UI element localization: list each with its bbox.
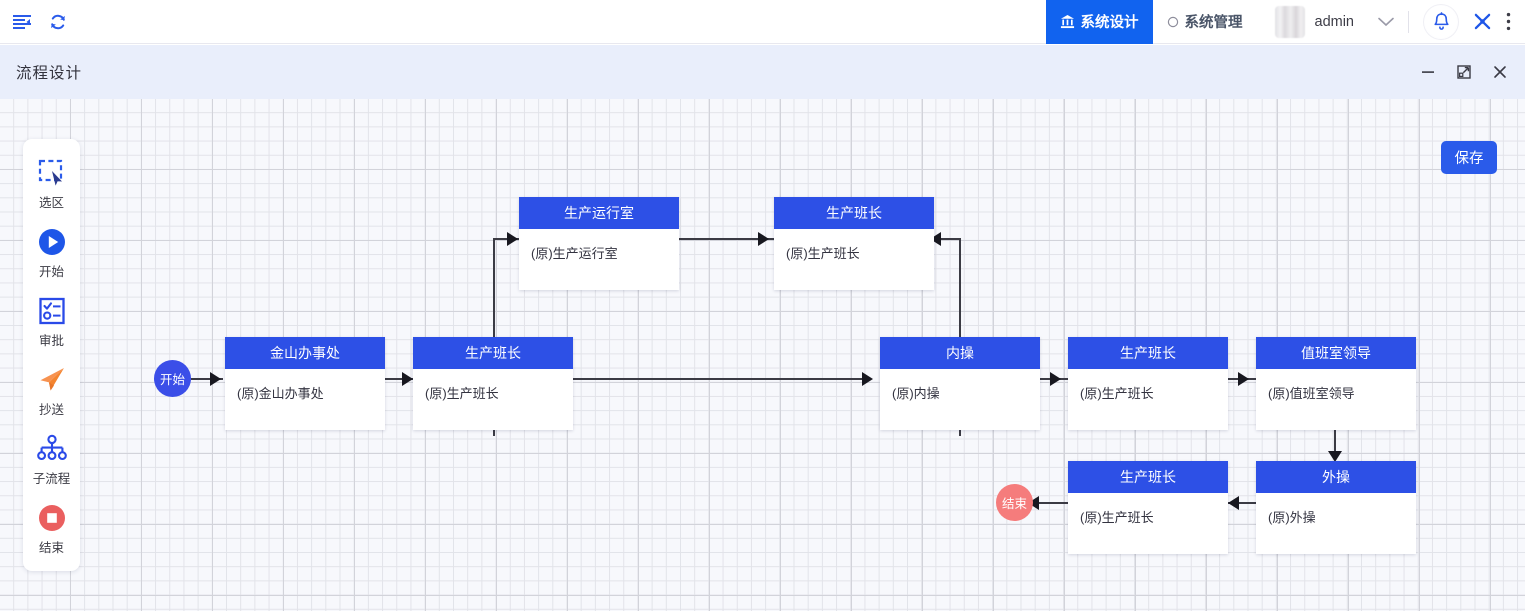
palette-item-subprocess[interactable]: 子流程: [23, 425, 80, 494]
refresh-icon[interactable]: [48, 12, 68, 32]
tab-system-management[interactable]: 系统管理: [1153, 0, 1257, 44]
flow-node-n9-subtitle: (原)生产班长: [1080, 510, 1154, 525]
user-menu[interactable]: admin: [1257, 5, 1361, 38]
flow-node-n2-title: 生产班长: [413, 337, 573, 369]
arrowhead-n5-to-n6: [1050, 372, 1061, 386]
palette-item-subprocess-label: 子流程: [32, 471, 71, 486]
avatar: [1274, 5, 1305, 38]
page-title: 流程设计: [16, 65, 83, 82]
palette-item-selection[interactable]: 选区: [23, 149, 80, 218]
nav-divider: [1408, 10, 1409, 33]
arrowhead-n3-to-n4: [758, 232, 769, 246]
edge-n5-to-n4-horizontal: [934, 238, 961, 240]
edge-n1-to-n2: [385, 378, 413, 380]
flow-node-n6-subtitle: (原)生产班长: [1080, 386, 1154, 401]
arrowhead-n2-to-n5: [862, 372, 873, 386]
tab-system-management-label: 系统管理: [1184, 15, 1243, 31]
flow-node-n3-subtitle: (原)生产运行室: [531, 246, 618, 261]
flow-node-n9[interactable]: 生产班长 (原)生产班长: [1068, 461, 1228, 554]
palette-item-start[interactable]: 开始: [23, 218, 80, 287]
save-button[interactable]: 保存: [1441, 141, 1497, 174]
tab-system-design[interactable]: 系统设计: [1045, 0, 1153, 44]
flow-node-n3-title: 生产运行室: [519, 197, 679, 229]
edge-n9-to-end: [1030, 502, 1070, 504]
minimize-button[interactable]: [1419, 63, 1437, 81]
palette-item-approval-label: 审批: [38, 333, 64, 348]
approval-checklist-icon: [36, 295, 68, 327]
arrowhead-n6-to-n7: [1238, 372, 1249, 386]
flow-node-n8-title: 外操: [1256, 461, 1416, 493]
flow-node-n7[interactable]: 值班室领导 (原)值班室领导: [1256, 337, 1416, 430]
edge-n2-to-n5: [573, 378, 870, 380]
arrowhead-n8-to-n9: [1228, 496, 1239, 510]
close-button[interactable]: [1491, 63, 1509, 81]
palette-item-end[interactable]: 结束: [23, 494, 80, 563]
window-title-bar: 流程设计: [0, 45, 1525, 99]
flow-canvas[interactable]: 选区 开始: [0, 99, 1525, 611]
flow-node-n6-title: 生产班长: [1068, 337, 1228, 369]
play-circle-icon: [36, 226, 68, 258]
edge-n8-to-n9: [1228, 502, 1256, 504]
top-navigation-bar: 系统设计 系统管理 admin: [0, 0, 1525, 44]
window-controls: [1419, 63, 1525, 81]
username-label: admin: [1314, 13, 1355, 30]
flow-node-n4-subtitle: (原)生产班长: [786, 246, 860, 261]
arrowhead-n5-to-n4: [930, 232, 941, 246]
bell-icon[interactable]: [1423, 3, 1459, 40]
start-node[interactable]: 开始: [154, 360, 191, 397]
bank-icon: [1060, 14, 1075, 29]
tab-system-design-label: 系统设计: [1080, 15, 1139, 31]
arrowhead-start-to-n1: [210, 372, 221, 386]
flow-node-n8[interactable]: 外操 (原)外操: [1256, 461, 1416, 554]
arrowhead-n7-to-n8: [1328, 451, 1342, 462]
flow-node-n1[interactable]: 金山办事处 (原)金山办事处: [225, 337, 385, 430]
paper-plane-icon: [36, 364, 68, 396]
menu-collapse-icon[interactable]: [12, 12, 32, 32]
node-palette: 选区 开始: [23, 139, 80, 571]
flow-node-n9-title: 生产班长: [1068, 461, 1228, 493]
selection-marquee-icon: [36, 157, 68, 189]
chevron-down-icon[interactable]: [1360, 17, 1408, 27]
org-chart-icon: [36, 433, 68, 465]
palette-item-approval[interactable]: 审批: [23, 287, 80, 356]
arrowhead-n9-to-end: [1028, 496, 1039, 510]
palette-item-end-label: 结束: [38, 540, 64, 555]
palette-item-cc-label: 抄送: [38, 402, 64, 417]
fullscreen-icon[interactable]: [1469, 13, 1495, 30]
end-node[interactable]: 结束: [996, 484, 1033, 521]
circle-icon: [1167, 16, 1179, 28]
maximize-button[interactable]: [1455, 63, 1473, 81]
edge-start-to-n1: [191, 378, 223, 380]
flow-node-n5[interactable]: 内操 (原)内操: [880, 337, 1040, 430]
flow-node-n1-title: 金山办事处: [225, 337, 385, 369]
flow-node-n1-subtitle: (原)金山办事处: [237, 386, 324, 401]
palette-item-cc[interactable]: 抄送: [23, 356, 80, 425]
nav-left-icons: [0, 12, 68, 32]
flow-node-n5-title: 内操: [880, 337, 1040, 369]
flow-node-n6[interactable]: 生产班长 (原)生产班长: [1068, 337, 1228, 430]
flow-node-n2-subtitle: (原)生产班长: [425, 386, 499, 401]
more-vertical-icon[interactable]: [1495, 12, 1525, 31]
flow-node-n7-title: 值班室领导: [1256, 337, 1416, 369]
flow-node-n5-subtitle: (原)内操: [892, 386, 940, 401]
palette-item-start-label: 开始: [38, 264, 64, 279]
flow-node-n7-subtitle: (原)值班室领导: [1268, 386, 1355, 401]
stop-circle-icon: [36, 502, 68, 534]
flow-node-n2[interactable]: 生产班长 (原)生产班长: [413, 337, 573, 430]
flow-node-n4[interactable]: 生产班长 (原)生产班长: [774, 197, 934, 290]
flow-node-n3[interactable]: 生产运行室 (原)生产运行室: [519, 197, 679, 290]
nav-right-group: 系统设计 系统管理 admin: [1045, 0, 1525, 44]
edge-n7-to-n8: [1334, 424, 1336, 458]
flow-node-n8-subtitle: (原)外操: [1268, 510, 1316, 525]
palette-item-selection-label: 选区: [38, 195, 64, 210]
arrowhead-n2-to-n3: [507, 232, 518, 246]
edge-n3-to-n4: [679, 238, 774, 240]
arrowhead-n1-to-n2: [402, 372, 413, 386]
flow-node-n4-title: 生产班长: [774, 197, 934, 229]
